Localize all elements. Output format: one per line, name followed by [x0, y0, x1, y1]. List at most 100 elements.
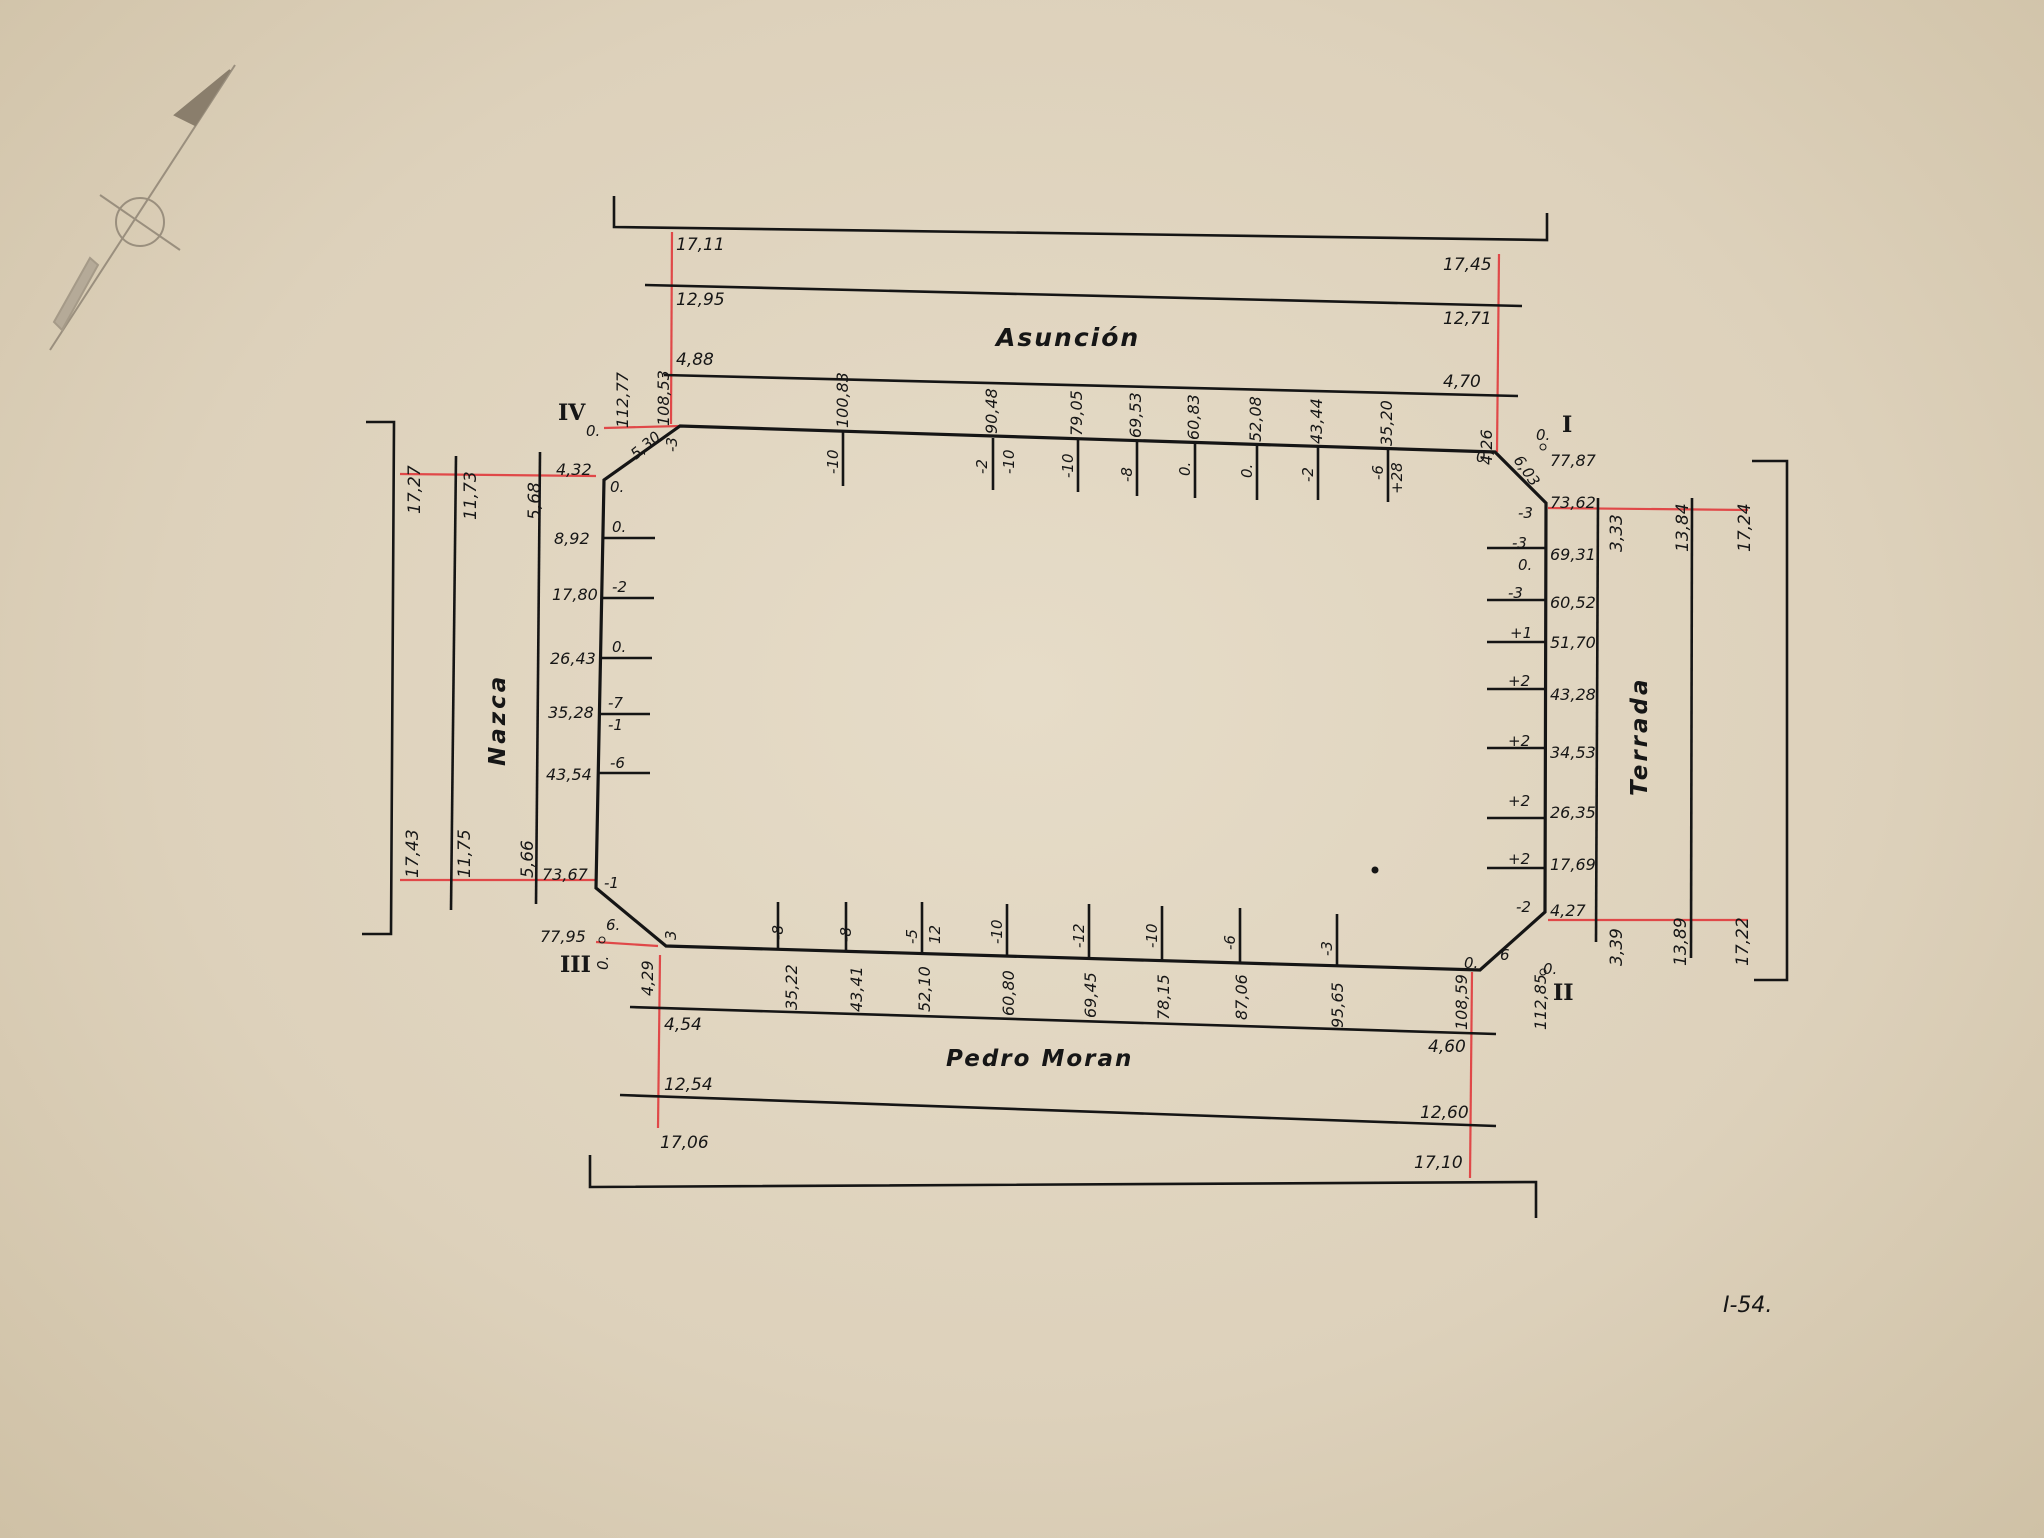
- north-level: -2: [1299, 467, 1317, 482]
- north-chainage: 112,77: [613, 371, 632, 428]
- ink-dot: [1371, 866, 1379, 874]
- north-level: -2: [973, 459, 991, 474]
- north-offset: 4,70: [1443, 372, 1481, 392]
- north-chainage: 90,48: [982, 388, 1001, 434]
- west-chainage: 43,54: [546, 765, 592, 784]
- east-level: +2: [1508, 792, 1530, 810]
- east-level: -3: [1508, 584, 1523, 602]
- south-offset: 12,60: [1420, 1103, 1469, 1123]
- north-chainage: 52,08: [1246, 396, 1265, 442]
- east-level: -3: [1518, 504, 1533, 522]
- north-level: +28: [1388, 462, 1406, 494]
- east-chainage: 77,87: [1550, 451, 1597, 470]
- street-name-south: Pedro Moran: [946, 1046, 1133, 1072]
- south-level: 6: [1500, 946, 1510, 964]
- east-chainage: 4,27: [1550, 901, 1586, 920]
- east-offset: 3,33: [1607, 514, 1627, 552]
- south-chainage: 87,06: [1232, 974, 1251, 1020]
- south-chainage: 52,10: [915, 966, 934, 1012]
- north-chainage: 4,26: [1477, 429, 1496, 465]
- east-chainage: 69,31: [1550, 545, 1596, 564]
- north-offset: 17,11: [676, 235, 725, 255]
- south-level: -12: [1070, 924, 1088, 949]
- street-name-north: Asunción: [994, 323, 1140, 352]
- east-chainage: 73,62: [1550, 493, 1596, 512]
- north-level: 0.: [1176, 462, 1194, 476]
- north-offset: 17,45: [1443, 255, 1492, 275]
- corner-label-i: I: [1562, 412, 1572, 438]
- south-level: 3: [662, 930, 680, 940]
- south-level: -10: [988, 920, 1006, 945]
- south-level: 6.: [606, 916, 620, 934]
- west-level: 0.: [612, 638, 626, 656]
- ink-dot: [1539, 443, 1547, 451]
- south-chainage: 78,15: [1154, 974, 1173, 1020]
- south-chainage: 108,59: [1452, 974, 1471, 1030]
- north-chainage: 69,53: [1126, 392, 1145, 438]
- north-level: 0.: [586, 422, 600, 440]
- north-level: -8: [1118, 467, 1136, 482]
- west-chainage: 4,32: [556, 460, 592, 479]
- block-outline: [594, 424, 1548, 972]
- south-level: -6: [1221, 935, 1239, 950]
- north-chainage: 60,83: [1184, 394, 1203, 440]
- north-level: 0.: [1536, 426, 1550, 444]
- south-chainage: 69,45: [1081, 972, 1100, 1018]
- south-offset: 17,10: [1414, 1153, 1463, 1173]
- north-level: -10: [824, 450, 842, 475]
- east-level: +1: [1510, 624, 1532, 642]
- east-level: 0.: [1518, 556, 1532, 574]
- reference-lines: [362, 196, 1789, 1218]
- south-level: -5: [903, 929, 921, 944]
- east-chainage: 60,52: [1550, 593, 1596, 612]
- west-level: -1: [608, 716, 623, 734]
- north-offset: 12,71: [1443, 309, 1492, 329]
- west-offset: 11,75: [455, 829, 475, 878]
- west-offset: 17,27: [405, 465, 425, 514]
- east-chainage: 17,69: [1550, 855, 1596, 874]
- north-chainage: 35,20: [1377, 400, 1396, 446]
- street-name-east: Terrada: [1627, 676, 1653, 796]
- west-chainage: 26,43: [550, 649, 596, 668]
- north-level: -10: [1059, 454, 1077, 479]
- north-level: -10: [1000, 450, 1018, 475]
- east-offset: 17,22: [1733, 917, 1753, 966]
- north-chainage: 100,83: [833, 372, 852, 428]
- west-level: -2: [612, 578, 627, 596]
- south-level: 0.: [1464, 954, 1478, 972]
- east-chainage: 34,53: [1550, 743, 1596, 762]
- corner-label-iii: III: [560, 952, 591, 978]
- east-chainage: 51,70: [1550, 633, 1596, 652]
- west-chainage: 77,95: [540, 927, 586, 946]
- north-chainage: 79,05: [1067, 390, 1086, 436]
- west-chainage: 17,80: [552, 585, 598, 604]
- north-offset: 12,95: [676, 290, 725, 310]
- east-chainage: 43,28: [1550, 685, 1596, 704]
- south-chainage: 95,65: [1328, 982, 1347, 1028]
- north-level: -3: [663, 437, 681, 452]
- north-level: 0.: [1238, 464, 1256, 478]
- east-level: +2: [1508, 850, 1530, 868]
- south-level: -10: [1143, 924, 1161, 949]
- south-chainage: 60,80: [999, 970, 1018, 1016]
- north-arrow-icon: [49, 64, 236, 351]
- north-chainage: 43,44: [1307, 398, 1326, 444]
- west-level: -1: [604, 874, 619, 892]
- street-name-west: Nazca: [485, 674, 511, 766]
- east-level: -2: [1516, 898, 1531, 916]
- level-ticks: [599, 432, 1545, 965]
- red-survey-lines: [399, 231, 1749, 1179]
- east-offset: 13,89: [1671, 917, 1691, 966]
- east-offset: 13,84: [1673, 503, 1693, 552]
- east-level: +2: [1508, 672, 1530, 690]
- west-chainage: 35,28: [548, 703, 594, 722]
- south-level: -3: [1318, 941, 1336, 956]
- east-offset: 3,39: [1607, 928, 1627, 966]
- west-offset: 17,43: [403, 829, 423, 878]
- south-level: -8: [837, 927, 855, 942]
- north-chainage: 108,53: [654, 370, 673, 426]
- south-offset: 4,60: [1428, 1037, 1466, 1057]
- west-level: 0.: [612, 518, 626, 536]
